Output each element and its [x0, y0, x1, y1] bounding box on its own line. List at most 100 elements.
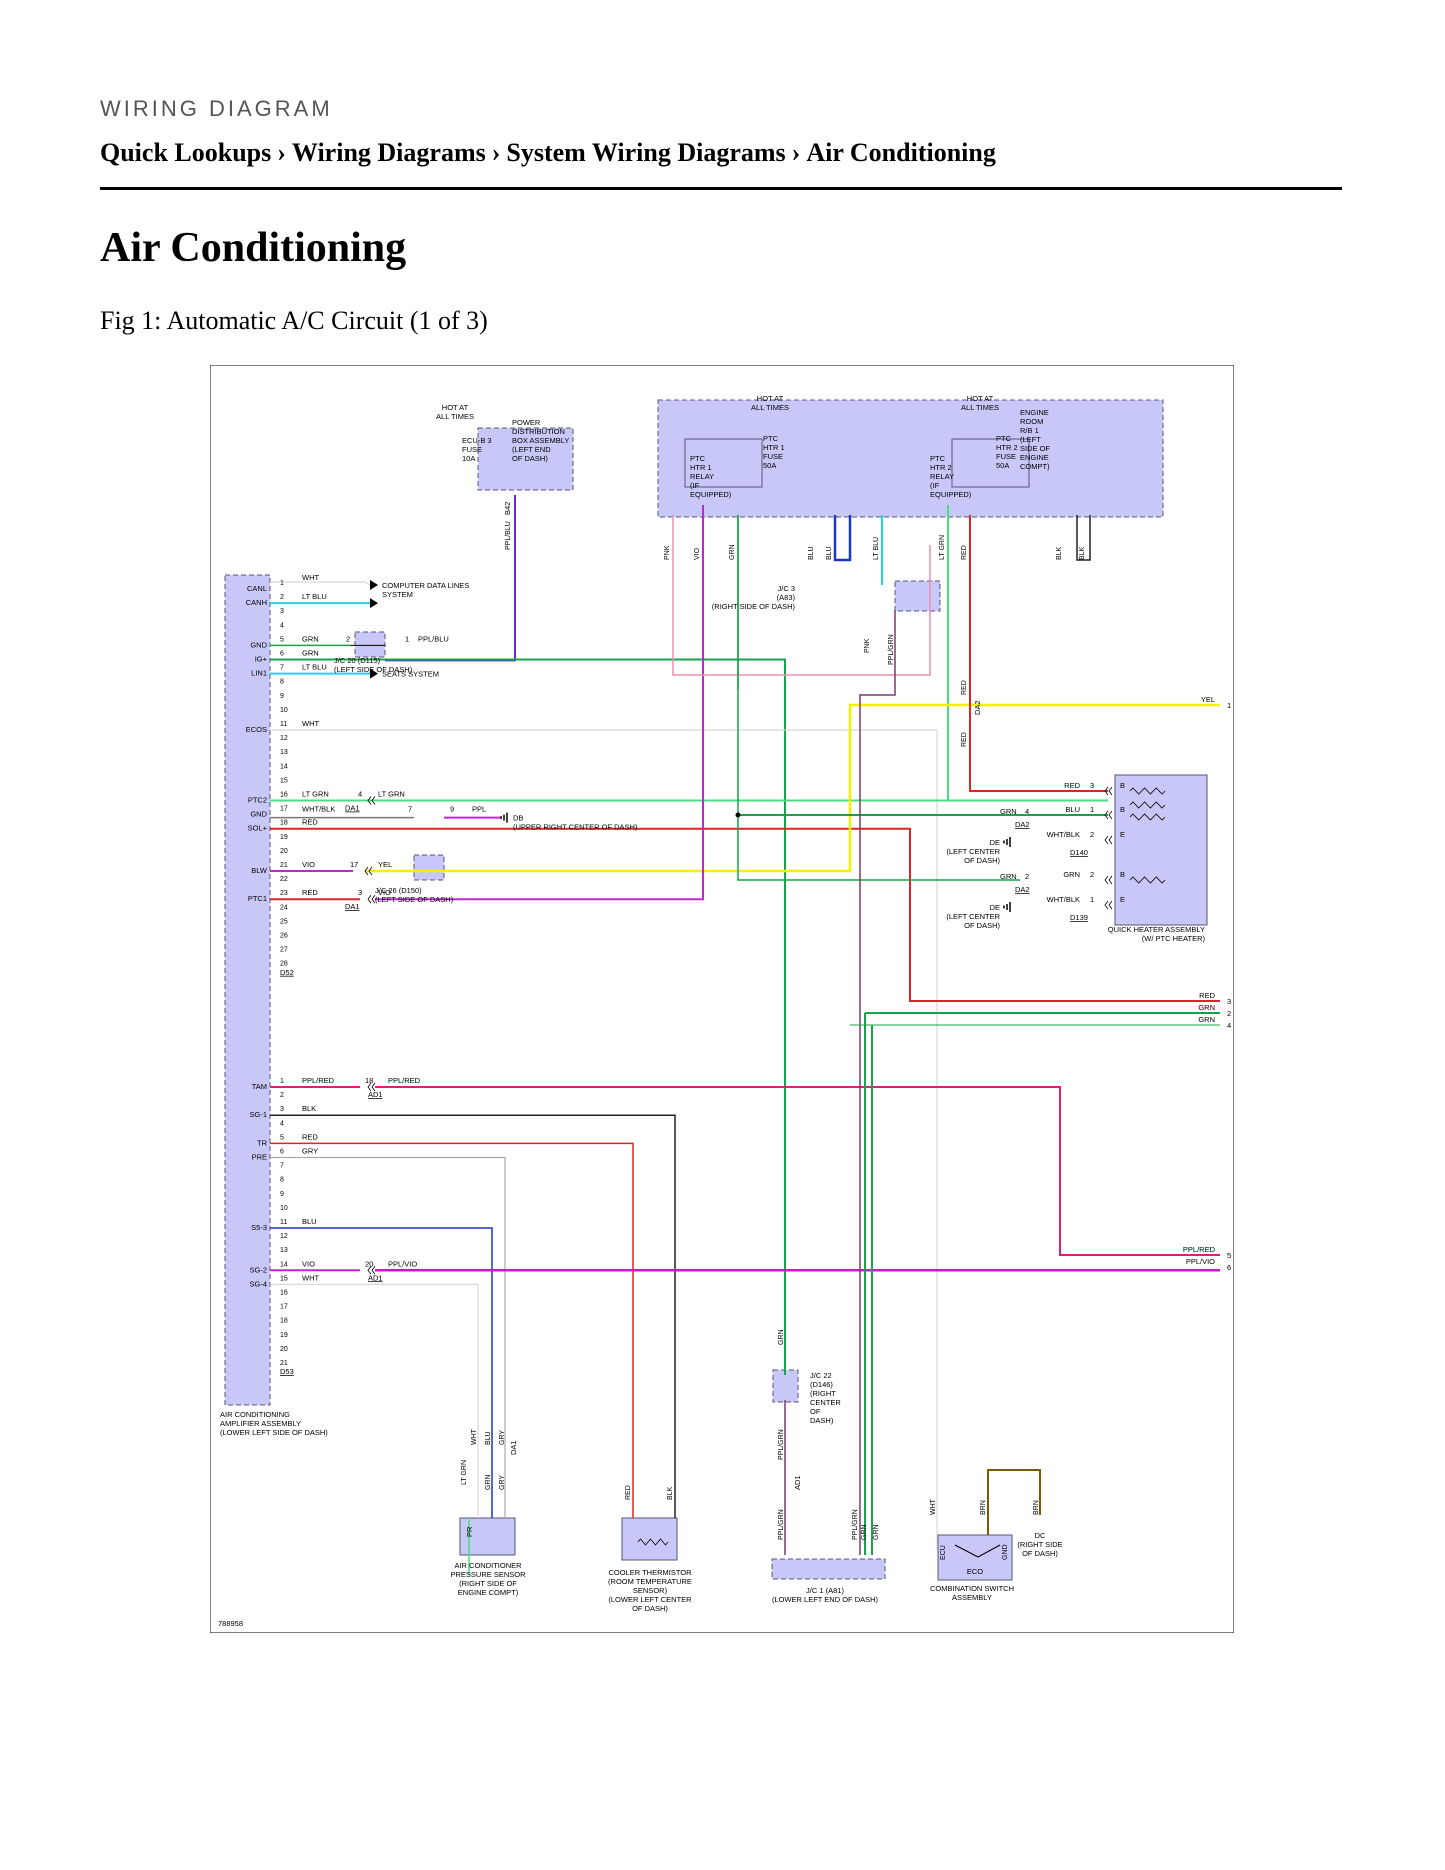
pin-name: IG+: [255, 655, 268, 664]
power-distribution-label: (LEFT END: [512, 445, 551, 454]
de-ground-label: DE: [990, 838, 1000, 847]
wire-color-label: GRN: [861, 1524, 868, 1540]
ptc-htr2-fuse-label: HTR 2: [996, 443, 1018, 452]
wire-color-label: WHT: [302, 1273, 319, 1282]
pin-number: 7: [280, 665, 284, 672]
pin-number: 11: [280, 721, 287, 728]
pin-number: 14: [280, 1261, 288, 1268]
pin-number: 10: [280, 707, 288, 714]
wire-color-label: RED: [961, 680, 968, 695]
pin-number: 14: [280, 763, 288, 770]
pin-number: 15: [280, 1275, 288, 1282]
ptc-htr2-relay-coil: [951, 438, 1030, 488]
wire-color-label: RED: [302, 1132, 318, 1141]
engine-room-relay-block-label: SIDE OF: [1020, 444, 1050, 453]
pin-number: 5: [280, 1134, 284, 1141]
offpage-wire-label: GRN: [1198, 1003, 1215, 1012]
arrow-icon: [370, 580, 378, 590]
wire-color-label: PPL: [472, 805, 486, 814]
wire-color-label: LT GRN: [302, 790, 329, 799]
connector-symbol: [1104, 875, 1113, 885]
connector-id: DA2: [1015, 885, 1030, 894]
breadcrumb-quick-lookups[interactable]: Quick Lookups: [100, 138, 272, 167]
pin-number: 3: [1090, 781, 1094, 790]
resistor-icon: [1129, 876, 1166, 884]
pin-number: 18: [365, 1076, 373, 1085]
pin-number: 3: [280, 1106, 284, 1113]
jc1-label: (LOWER LEFT END OF DASH): [772, 1595, 879, 1604]
jc3-label: (A83): [777, 593, 796, 602]
engine-room-relay-block-label: ROOM: [1020, 417, 1043, 426]
connector-id: DA1: [345, 804, 360, 813]
seats-label: SEATS SYSTEM: [382, 670, 439, 679]
jc20-junction: [354, 631, 386, 658]
combination-switch-label: ASSEMBLY: [952, 1593, 992, 1602]
pin-number: 10: [280, 1205, 288, 1212]
wire-color-label: VIO: [694, 547, 701, 560]
jc3-label: J/C 3: [777, 584, 795, 593]
dc-ground-label: (RIGHT SIDE: [1017, 1540, 1062, 1549]
pin-number: 1: [1090, 895, 1094, 904]
wire-color-label: LT GRN: [461, 1460, 468, 1485]
wire-color-label: LT GRN: [378, 790, 405, 799]
wire-red-relay2: [969, 515, 1108, 792]
pin-number: 1: [280, 1078, 284, 1085]
terminal-label: E: [1120, 830, 1125, 839]
jc22-junction: [772, 1369, 799, 1403]
wire-color-label: PNK: [864, 638, 871, 653]
section-kicker: WIRING DIAGRAM: [100, 96, 333, 121]
wire-color-label: VIO: [302, 860, 315, 869]
wire-color-label: GRN: [778, 1329, 785, 1345]
hot-at-all-times-label: ALL TIMES: [436, 412, 474, 421]
wire-color-label: BLU: [302, 1217, 317, 1226]
wire-blk-loop: [1076, 515, 1091, 561]
quick-heater-box: [1114, 774, 1208, 926]
terminal-label: PR: [465, 1526, 474, 1537]
pin-number: 23: [280, 890, 288, 897]
combination-switch-label: COMBINATION SWITCH: [930, 1584, 1014, 1593]
arrow-icon: [370, 598, 378, 609]
wire-color-label: GRN: [302, 634, 319, 643]
wire-color-label: WHT: [471, 1428, 478, 1445]
wire-color-label: YEL: [378, 860, 392, 869]
pin-number: 22: [280, 876, 288, 883]
pin-number: 13: [280, 749, 288, 756]
pin-number: 6: [280, 1149, 284, 1156]
wire-grn-relay1-down: [737, 515, 1020, 881]
de-ground-label: DE: [990, 903, 1000, 912]
ground-icon: [1003, 902, 1011, 912]
breadcrumb-air-conditioning: Air Conditioning: [806, 138, 996, 167]
pin-number: 4: [1025, 807, 1029, 816]
ground-icon: [500, 812, 508, 823]
arrow-icon: [370, 668, 378, 679]
wire-color-label: VIO: [378, 888, 391, 897]
wire-ppl-red: [375, 1086, 1220, 1256]
page-title: Air Conditioning: [100, 225, 407, 271]
wire-color-label: RED: [302, 888, 318, 897]
wire-pre: [270, 1156, 506, 1518]
ptc-htr1-relay-label: RELAY: [690, 472, 714, 481]
wire-color-label: GRN: [1000, 872, 1017, 881]
wire-color-label: WHT/BLK: [1047, 830, 1080, 839]
wire-color-label: PPL/GRN: [778, 1429, 785, 1460]
wire-color-label: BLK: [302, 1104, 316, 1113]
engine-room-relay-block-label: ENGINE: [1020, 408, 1049, 417]
wire-sol: [270, 827, 1220, 1002]
pin-number: 1: [405, 634, 409, 643]
jc3-junction: [894, 580, 941, 612]
breadcrumb-system-wiring-diagrams[interactable]: System Wiring Diagrams: [506, 138, 786, 167]
power-distribution-box: [477, 427, 574, 491]
breadcrumb-wiring-diagrams[interactable]: Wiring Diagrams: [291, 138, 486, 167]
wire-vio: [375, 505, 704, 901]
de-ground-label: (LEFT CENTER: [946, 912, 1000, 921]
wire-sg1: [270, 1114, 676, 1518]
connector-symbol: [367, 796, 376, 805]
ptc-htr1-relay-label: EQUIPPED): [690, 490, 732, 499]
thermistor-label: (ROOM TEMPERATURE: [608, 1577, 692, 1586]
power-distribution-label: DISTRIBUTION: [512, 427, 565, 436]
pin-number: 7: [280, 1163, 284, 1170]
connector-id: D52: [280, 968, 294, 977]
ptc-htr1-relay-label: HTR 1: [690, 463, 712, 472]
pin-number: 1: [1090, 805, 1094, 814]
offpage-number: 3: [1227, 997, 1231, 1006]
